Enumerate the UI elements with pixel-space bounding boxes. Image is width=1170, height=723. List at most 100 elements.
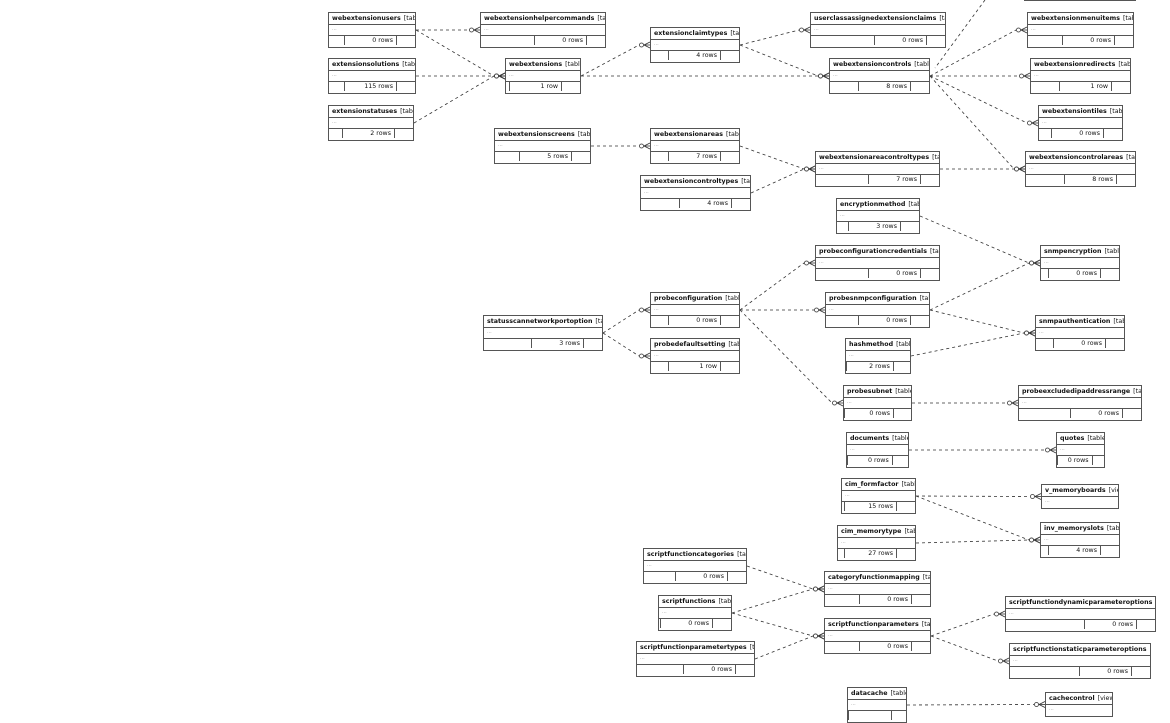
table-webextensionareas[interactable]: webextensionareas[table]...7 rows [650,128,740,164]
table-cim_formfactor[interactable]: cim_formfactor[table]...15 rows [841,478,916,514]
relationship-line [915,495,1031,497]
table-webextensioncontrolareas[interactable]: webextensioncontrolareas[table]...8 rows [1025,151,1136,187]
footer-cell [892,711,906,720]
table-probeexcludedipaddressrange[interactable]: probeexcludedipaddressrange[table]...0 r… [1018,385,1142,421]
table-webextensionusers[interactable]: webextensionusers[table]...0 rows [328,12,416,48]
table-webextensioncontrols[interactable]: webextensioncontrols[table]...8 rows [829,58,930,94]
table-footer: 0 rows [1057,456,1104,465]
table-footer: 0 rows [825,642,930,651]
table-webextensionhelpercommands[interactable]: webextensionhelpercommands[table]...0 ro… [480,12,606,48]
table-documents[interactable]: documents[table]...0 rows [846,432,909,468]
table-scriptfunctions[interactable]: scriptfunctions[table]...0 rows [658,595,732,631]
table-header: webextensionscreens[table] [495,129,590,141]
table-statusscannetworkportoption[interactable]: statusscannetworkportoption[table]...3 r… [483,315,603,351]
table-footer: 115 rows [329,82,415,91]
table-webextensions[interactable]: webextensions[table]...1 row [505,58,581,94]
table-columns: ... [329,71,415,82]
view-cachecontrol[interactable]: cachecontrol[view]... [1045,692,1113,717]
table-webextensionredirects[interactable]: webextensionredirects[table]...1 row [1030,58,1131,94]
table-kind: [table] [718,598,731,605]
table-probedefaultsetting[interactable]: probedefaultsetting[table]...1 row [650,338,740,374]
table-name: webextensionhelpercommands [484,15,595,22]
table-header: scriptfunctionparametertypes[table] [637,642,754,654]
table-scriptfunctionparametertypes[interactable]: scriptfunctionparametertypes[table]...0 … [636,641,755,677]
table-probesnmpconfiguration[interactable]: probesnmpconfiguration[table]...0 rows [825,292,930,328]
row-count: 4 rows [669,51,721,60]
table-webextensiontiles[interactable]: webextensiontiles[table]...0 rows [1038,105,1123,141]
table-scriptfunctionstaticparameteroptions[interactable]: scriptfunctionstaticparameteroptions[tab… [1009,643,1151,679]
table-name: extensionstatuses [332,108,398,115]
table-extensionsolutions[interactable]: extensionsolutions[table]...115 rows [328,58,416,94]
table-kind: [table] [597,15,605,22]
footer-cell [1106,339,1124,348]
table-categoryfunctionmapping[interactable]: categoryfunctionmapping[table]...0 rows [824,571,931,607]
footer-cell [329,129,343,138]
table-scriptfunctionparameters[interactable]: scriptfunctionparameters[table]...0 rows [824,618,931,654]
crows-foot-marker [998,657,1010,665]
table-footer: 3 rows [484,339,602,348]
table-inv_memoryslots[interactable]: inv_memoryslots[table]...4 rows [1040,522,1120,558]
table-cim_memorytype[interactable]: cim_memorytype[table]...27 rows [837,525,916,561]
table-kind: [table] [725,295,739,302]
table-name: datacache [851,690,888,697]
table-header: datacache[table] [848,688,906,700]
table-footer: 1 row [1031,82,1130,91]
table-encryptionmethod[interactable]: encryptionmethod[table]...3 rows [836,198,920,234]
table-snmpencryption[interactable]: snmpencryption[table]...0 rows [1040,245,1120,281]
table-userclassassignedextensionclaims[interactable]: userclassassignedextensionclaims[table].… [810,12,946,48]
row-count: 4 rows [680,199,732,208]
footer-cell [911,82,929,91]
table-kind: [table] [1106,525,1119,532]
table-scriptfunctioncategories[interactable]: scriptfunctioncategories[table]...0 rows [643,548,747,584]
table-probesubnet[interactable]: probesubnet[table]...0 rows [843,385,912,421]
table-webextensioncontroltypes[interactable]: webextensioncontroltypes[table]...4 rows [640,175,751,211]
footer-cell [397,36,415,45]
table-columns: ... [1006,609,1155,620]
footer-cell [732,199,750,208]
table-footer: 5 rows [495,152,590,161]
table-header: cachecontrol[view] [1046,693,1112,705]
table-scriptfunctiondynamicparameteroptions[interactable]: scriptfunctiondynamicparameteroptions[ta… [1005,596,1156,632]
table-webextensionmenuitems[interactable]: webextensionmenuitems[table]...0 rows [1027,12,1134,48]
table-columns: ... [1057,445,1104,456]
table-columns: ... [848,700,906,711]
footer-cell [1093,456,1104,465]
table-probeconfiguration[interactable]: probeconfiguration[table]...0 rows [650,292,740,328]
table-webextensionscreens[interactable]: webextensionscreens[table]...5 rows [494,128,591,164]
view-v_memoryboards[interactable]: v_memoryboards[view]... [1041,484,1119,509]
table-probeconfigurationcredentials[interactable]: probeconfigurationcredentials[table]...0… [815,245,940,281]
footer-cell [1041,546,1049,555]
table-footer: 0 rows [1006,620,1155,629]
table-kind: [table] [595,318,602,325]
table-kind: [table] [922,574,930,581]
table-name: scriptfunctions [662,598,716,605]
footer-cell [1031,82,1060,91]
footer-cell [1028,36,1063,45]
table-extensionclaimtypes[interactable]: extensionclaimtypes[table]...4 rows [650,27,740,63]
table-quotes[interactable]: quotes[table]...0 rows [1056,432,1105,468]
crows-foot-marker [1030,493,1042,500]
relationship-line [929,75,1028,124]
crows-foot-marker [469,26,481,34]
table-footer: 8 rows [1026,175,1135,184]
table-datacache[interactable]: datacache[table]... [847,687,907,723]
table-footer: 27 rows [838,549,915,558]
table-columns: ... [484,328,602,339]
table-kind: [table] [1118,61,1130,68]
table-name: probeexcludedipaddressrange [1022,388,1131,395]
row-count: 0 rows [1071,409,1123,418]
table-hashmethod[interactable]: hashmethod[table]...2 rows [845,338,911,374]
table-webextensionareacontroltypes[interactable]: webextensionareacontroltypes[table]...7 … [815,151,940,187]
row-count: 5 rows [520,152,572,161]
footer-cell [721,316,739,325]
table-header: probesnmpconfiguration[table] [826,293,929,305]
table-extensionstatuses[interactable]: extensionstatuses[table]...2 rows [328,105,414,141]
table-header: scriptfunctionstaticparameteroptions[tab… [1010,644,1150,656]
crows-foot-marker [1024,329,1036,337]
footer-cell [329,82,345,91]
table-header: webextensionareacontroltypes[table] [816,152,939,164]
table-kind: [table] [914,61,929,68]
table-snmpauthentication[interactable]: snmpauthentication[table]...0 rows [1035,315,1125,351]
table-columns: ... [1010,656,1150,667]
table-footer: 0 rows [1010,667,1150,676]
